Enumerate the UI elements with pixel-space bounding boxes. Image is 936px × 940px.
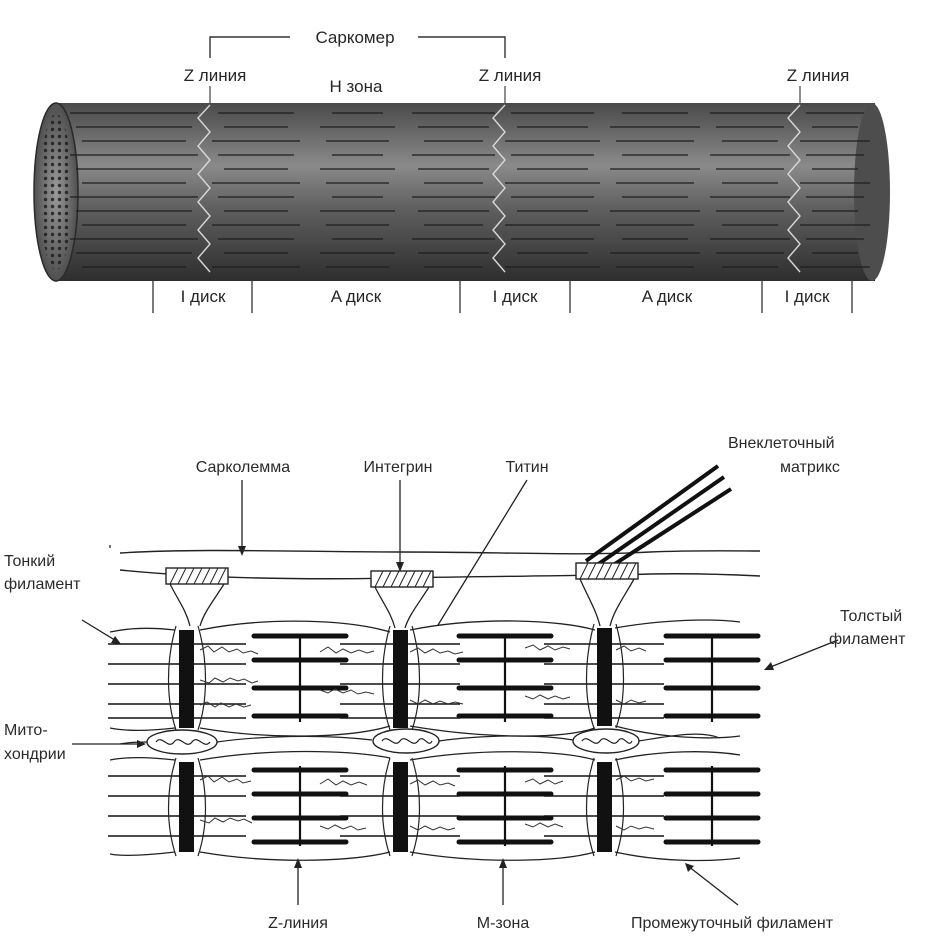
mitochondria bbox=[146, 728, 640, 755]
intermediate-filament-label: Промежуточный филамент bbox=[631, 915, 834, 932]
callout-lines bbox=[72, 479, 839, 906]
m-lines bbox=[298, 636, 714, 846]
z-line-label-1: Z линия bbox=[184, 66, 247, 85]
z-line-label-3: Z линия bbox=[787, 66, 850, 85]
band-dividers bbox=[152, 281, 853, 313]
sarcolemma-membrane bbox=[119, 549, 761, 580]
m-zone-label: M-зона bbox=[477, 915, 530, 932]
extracellular-matrix-label-1: Внеклеточный bbox=[728, 435, 835, 452]
mitochondria-label-1: Мито- bbox=[4, 722, 48, 739]
z-line-label-2: Z линия bbox=[479, 66, 542, 85]
thin-filaments bbox=[108, 643, 664, 837]
integrin-label: Интегрин bbox=[364, 459, 433, 476]
z-discs bbox=[179, 628, 612, 852]
thick-filament-label-2: филамент bbox=[829, 631, 906, 648]
costamere-funnels bbox=[169, 578, 635, 629]
thin-filament-label-2: филамент bbox=[4, 576, 81, 593]
titin-label: Титин bbox=[505, 459, 548, 476]
sarcolemma-label: Сарколемма bbox=[196, 459, 290, 476]
z-line-zigzags bbox=[197, 104, 801, 273]
band-label-i-1: I диск bbox=[181, 287, 226, 306]
intermediate-filament-strands bbox=[119, 733, 721, 745]
integrin-hatching bbox=[169, 562, 637, 588]
thick-filament-label-1: Толстый bbox=[840, 608, 902, 625]
z-disc-envelopes bbox=[167, 623, 625, 857]
thin-filament-label-1: Тонкий bbox=[4, 553, 55, 570]
band-label-i-2: I диск bbox=[493, 287, 538, 306]
myofibril-cylinder bbox=[33, 102, 890, 282]
mitochondria-label-2: хондрии bbox=[4, 746, 66, 763]
titin-squiggles bbox=[199, 644, 655, 831]
extracellular-matrix-strands bbox=[584, 464, 733, 571]
band-label-i-3: I диск bbox=[785, 287, 830, 306]
myofilament-lines bbox=[70, 112, 870, 268]
callout-arrowheads bbox=[111, 546, 774, 872]
sarcomere-bracket bbox=[209, 36, 506, 58]
mitochondria-cristae bbox=[155, 738, 633, 745]
extracellular-matrix-label-2: матрикс bbox=[780, 459, 840, 476]
band-label-a-1: A диск bbox=[331, 287, 382, 306]
band-label-a-2: A диск bbox=[642, 287, 693, 306]
z-line-ticks bbox=[209, 86, 801, 104]
h-zone-label: H зона bbox=[330, 77, 383, 96]
z-line-bottom-label: Z-линия bbox=[268, 915, 328, 932]
sarcomere-label: Саркомер bbox=[315, 28, 394, 47]
